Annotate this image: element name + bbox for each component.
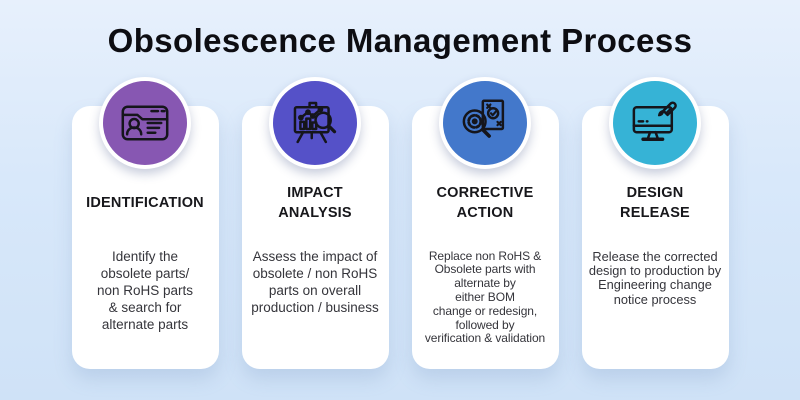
chart-analysis-icon <box>289 97 341 149</box>
inspection-gear-icon <box>459 97 511 149</box>
step-design-release: DESIGN RELEASE Release the corrected des… <box>581 76 729 369</box>
step-icon-circle <box>269 76 361 169</box>
step-impact-analysis: IMPACT ANALYSIS Assess the impact of obs… <box>241 76 389 369</box>
process-steps: IDENTIFICATION Identify the obsolete par… <box>0 76 800 369</box>
step-icon-circle <box>439 76 531 169</box>
step-heading: IDENTIFICATION <box>86 194 204 211</box>
step-description: Release the corrected design to producti… <box>588 248 722 307</box>
step-icon-circle <box>609 76 701 169</box>
id-card-icon <box>119 97 171 149</box>
step-heading: DESIGN RELEASE <box>620 185 690 221</box>
step-identification: IDENTIFICATION Identify the obsolete par… <box>71 76 219 369</box>
step-heading: CORRECTIVE ACTION <box>436 185 534 221</box>
step-description: Assess the impact of obsolete / non RoHS… <box>251 248 379 315</box>
step-card: CORRECTIVE ACTION Replace non RoHS & Obs… <box>411 105 559 369</box>
step-corrective-action: CORRECTIVE ACTION Replace non RoHS & Obs… <box>411 76 559 369</box>
step-description: Identify the obsolete parts/ non RoHS pa… <box>96 248 194 332</box>
page-title: Obsolescence Management Process <box>107 22 693 59</box>
step-heading: IMPACT ANALYSIS <box>278 185 352 221</box>
step-icon-circle <box>99 76 191 169</box>
step-description: Replace non RoHS & Obsolete parts with a… <box>424 248 546 346</box>
monitor-design-icon <box>629 97 681 149</box>
